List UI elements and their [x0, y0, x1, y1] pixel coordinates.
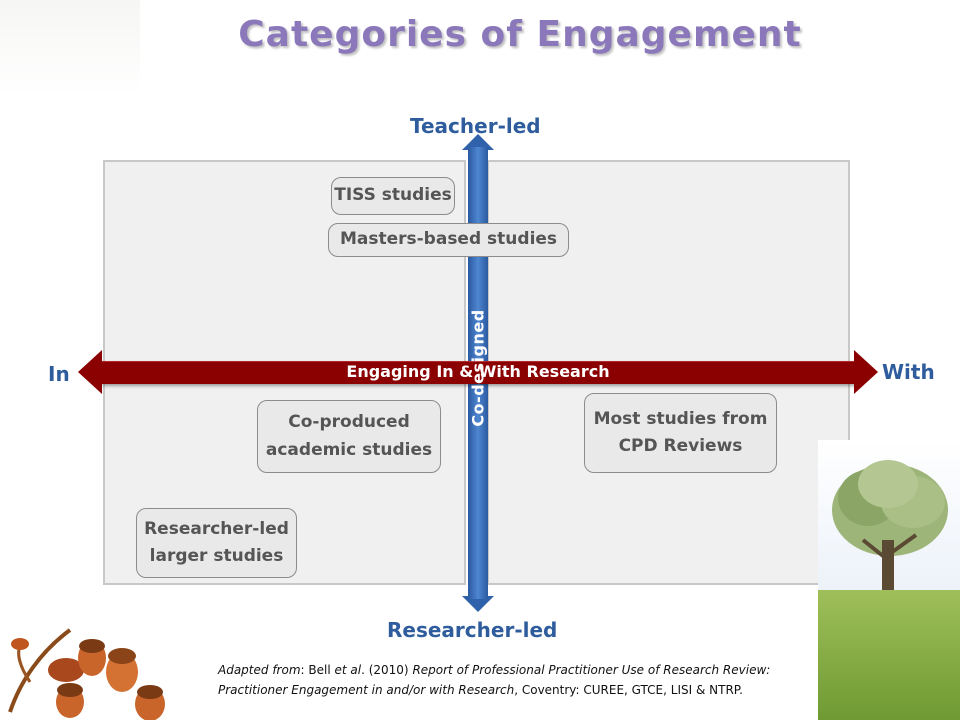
- header-decoration: [0, 0, 140, 96]
- category-box-label: Co-produced academic studies: [265, 412, 433, 460]
- axis-label-right: With: [882, 360, 935, 384]
- tree-illustration: [818, 440, 960, 720]
- horizontal-axis-label: Engaging In & With Research: [346, 362, 610, 381]
- citation-publisher: , Coventry: CUREE, GTCE, LISI & NTRP.: [514, 683, 743, 697]
- quadrant-top-right: [487, 160, 850, 363]
- category-box-researcher-led: Researcher-led larger studies: [136, 508, 297, 578]
- citation-prefix: Adapted from: [218, 663, 301, 677]
- category-box-masters: Masters-based studies: [328, 223, 569, 257]
- horizontal-arrow-heads: [78, 350, 878, 394]
- horizontal-axis-bar: [100, 361, 856, 384]
- axis-label-bottom: Researcher-led: [387, 618, 558, 642]
- citation-authors: : Bell: [300, 663, 335, 677]
- citation-etal: et al: [334, 663, 362, 677]
- axis-label-top: Teacher-led: [410, 114, 541, 138]
- category-box-tiss: TISS studies: [331, 177, 455, 215]
- category-box-label: Most studies from CPD Reviews: [593, 408, 768, 456]
- vertical-arrow-heads: [462, 134, 494, 612]
- category-box-label: Researcher-led larger studies: [144, 518, 289, 566]
- citation-year: . (2010): [361, 663, 413, 677]
- slide-title: Categories of Engagement: [238, 14, 802, 55]
- citation-title: Report of Professional Practitioner Use …: [218, 663, 771, 697]
- axis-label-left: In: [48, 362, 70, 386]
- category-box-coproduced: Co-produced academic studies: [257, 400, 441, 473]
- vertical-axis-label: Co-designed: [468, 309, 488, 427]
- category-box-label: TISS studies: [334, 185, 452, 206]
- acorn-illustration: [8, 628, 165, 720]
- category-box-label: Masters-based studies: [339, 229, 558, 250]
- category-box-cpd: Most studies from CPD Reviews: [584, 393, 777, 473]
- citation-note: Adapted from: Bell et al. (2010) Report …: [218, 660, 838, 700]
